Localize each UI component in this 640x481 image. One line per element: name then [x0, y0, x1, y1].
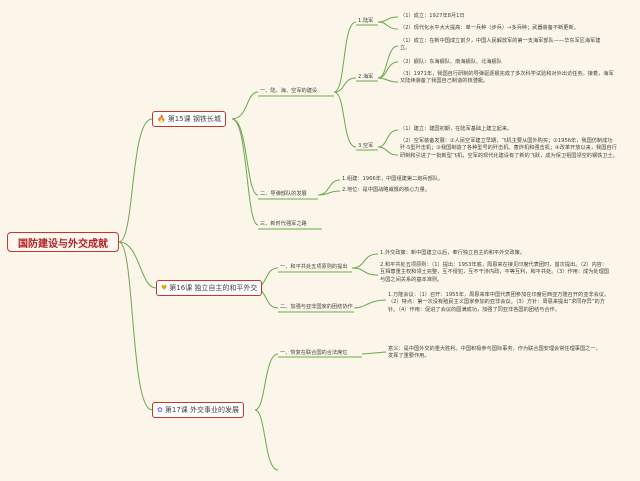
airforce-item-2: （2）空军装备发展：①人民空军建立早期，飞机主要从国外购买；②1956年，我国仿… — [400, 138, 618, 159]
lesson-15-node: 🔥 第15课 钢铁长城 — [152, 111, 226, 127]
navy-item-1: （1）成立：在新中国成立前夕，中国人民解放军的第一支海军部队——华东军区海军建立… — [400, 38, 601, 52]
fire-icon: 🔥 — [157, 115, 166, 123]
navy-label: 2.海军 — [358, 74, 374, 80]
branch-new-era: 三、新时代强军之路 — [260, 221, 307, 227]
branch-missile: 二、导弹部队的发展 — [260, 191, 307, 197]
root-node: 国防建设与外交成就 — [7, 232, 119, 252]
lesson-16-label: 第16课 独立自主的和平外交 — [169, 284, 258, 292]
diplomacy-item-2: 2.和平共处五项原则：（1）提出：1953年底，周恩来在接见印度代表团时，首次提… — [380, 262, 609, 283]
missile-item-2: 2.地位：是中国战略威慑的核心力量。 — [342, 187, 430, 193]
branch-asia-africa: 二、加强与亚非国家的团结协作 — [280, 304, 353, 310]
army-item-1: （1）成立：1927年8月1日 — [400, 13, 465, 19]
navy-item-2: （2）舰队：东海舰队、南海舰队、北海舰队 — [400, 59, 502, 65]
navy-item-3: （3）1971年，我国自行研制的导弹驱逐舰完成了多次科学试验和对外出访任务。接着… — [400, 71, 614, 85]
branch-five-principles: 一、和平共处五项原则的提出 — [280, 264, 348, 270]
lesson-16-node: ♥ 第16课 独立自主的和平外交 — [156, 280, 263, 296]
un-significance: 意义：是中国外交的重大胜利。中国积极参与国际事务，作为联合国安理会常任理事国之一… — [388, 346, 601, 360]
army-label: 1.陆军 — [358, 18, 374, 24]
star-icon: ✿ — [157, 406, 163, 414]
diplomacy-item-1: 1.外交政策：新中国建立以后，奉行独立自主的和平外交政策。 — [380, 250, 526, 256]
branch-un-seat: 一、恢复在联合国的合法席位 — [280, 350, 348, 356]
root-title: 国防建设与外交成就 — [18, 238, 108, 250]
missile-item-1: 1.组建：1966年，中国组建第二炮兵部队。 — [342, 176, 444, 182]
branch-land-sea-air: 一、陆、海、空军的建设 — [260, 88, 318, 94]
airforce-item-1: （1）建立：建国初期，在陆军基础上建立起来。 — [400, 126, 513, 132]
lesson-15-label: 第15课 钢铁长城 — [167, 115, 221, 123]
army-item-2: （2）现代化水平大大提高：单一兵种（步兵）→多兵种；武器装备不断更新。 — [400, 25, 579, 31]
lesson-17-label: 第17课 外交事业的发展 — [164, 406, 240, 414]
lesson-17-node: ✿ 第17课 外交事业的发展 — [152, 402, 245, 418]
bandung-text: 1.万隆会议：（1）召开：1955年，周恩来率中国代表团参加在印度尼西亚万隆召开… — [388, 292, 610, 313]
airforce-label: 3.空军 — [358, 143, 374, 149]
heart-icon: ♥ — [161, 284, 168, 292]
